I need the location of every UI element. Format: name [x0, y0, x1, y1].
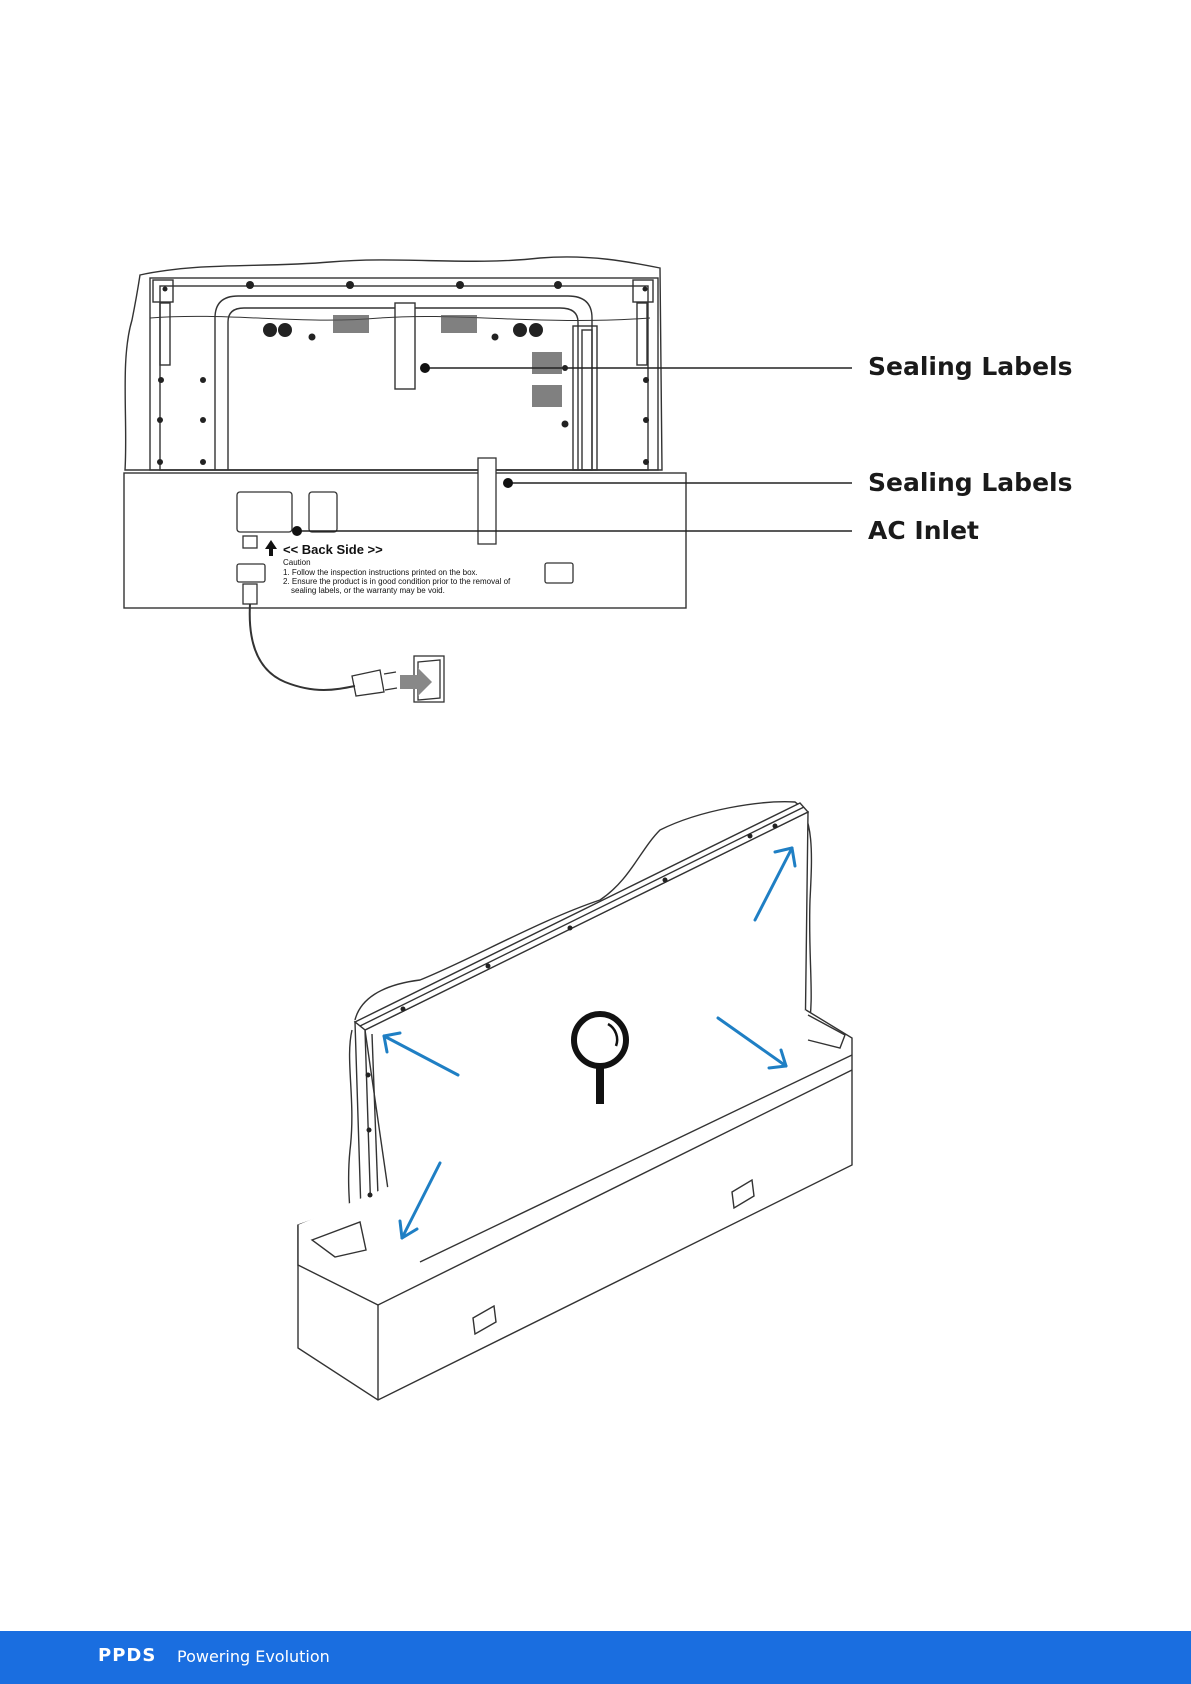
- brand-logo: PPDS: [98, 1645, 156, 1666]
- brand-tagline: Powering Evolution: [177, 1647, 330, 1666]
- footer-bar: PPDS Powering Evolution: [0, 1631, 1191, 1684]
- inspection-figure: [0, 0, 1191, 1420]
